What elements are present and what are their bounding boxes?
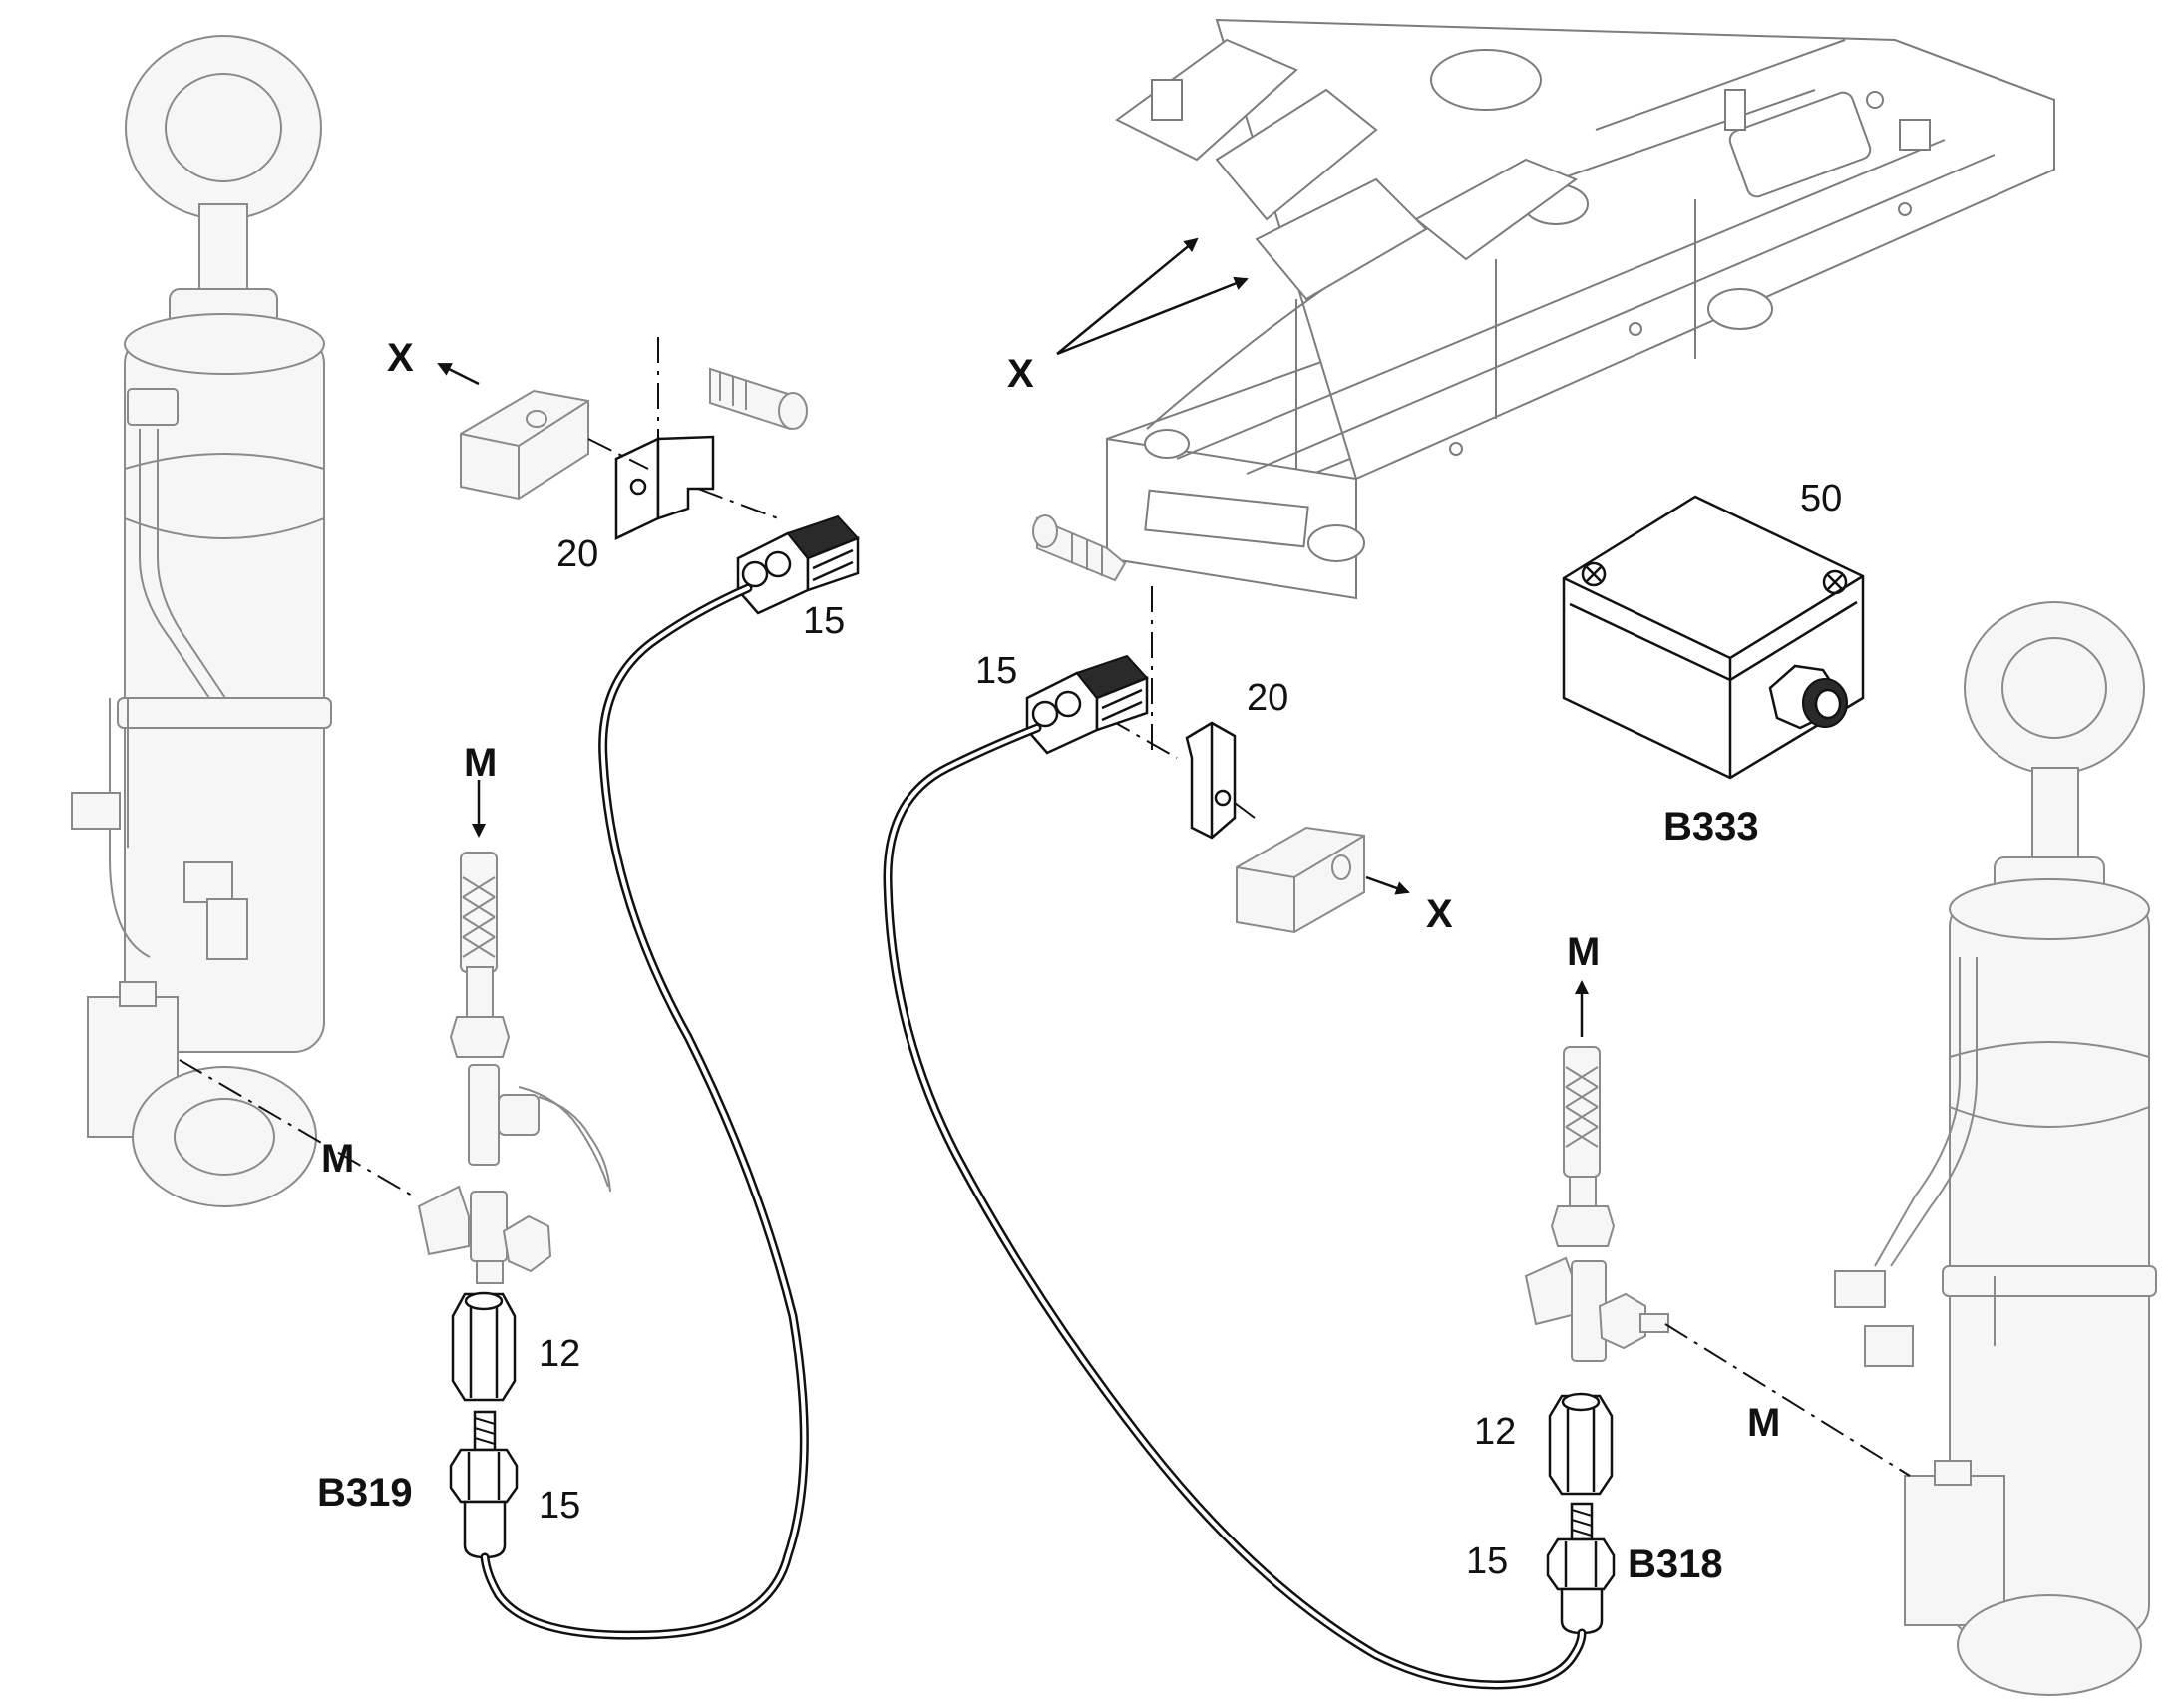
- left-sensor-adapter: [417, 1185, 552, 1284]
- part-number-nut-right: 12: [1474, 1411, 1516, 1453]
- left-sensor-b319[interactable]: [449, 1410, 519, 1559]
- right-block-leader: [1234, 802, 1256, 819]
- m-callout-right-leader: M: [1747, 1401, 1780, 1445]
- designation-junction-box: B333: [1663, 805, 1759, 849]
- part-number-bracket-left: 20: [556, 533, 598, 575]
- x-callout-left: X: [387, 336, 414, 380]
- left-bracket[interactable]: [614, 435, 715, 540]
- right-hose: [1550, 1046, 1616, 1247]
- right-tee-fitting: [1524, 1256, 1669, 1362]
- left-sensor-connector[interactable]: [736, 514, 860, 615]
- right-conn-leader: [1106, 717, 1178, 759]
- right-hydraulic-cylinder: [1834, 601, 2157, 1696]
- part-number-junction-box: 50: [1800, 478, 1842, 519]
- right-bolt: [1032, 514, 1127, 582]
- right-cable: [883, 723, 1587, 1690]
- designation-sensor-left: B319: [317, 1471, 413, 1515]
- right-bracket[interactable]: [1185, 721, 1237, 840]
- right-sensor-b318[interactable]: [1546, 1502, 1616, 1635]
- x-arrow-left-line: [437, 362, 480, 386]
- part-number-bracket-right: 20: [1247, 677, 1288, 719]
- machine-frame: [1106, 18, 2055, 600]
- right-mounting-block: [1236, 826, 1365, 934]
- left-conn-leader: [697, 488, 779, 519]
- left-bolt: [709, 367, 808, 431]
- right-nut-12[interactable]: [1548, 1392, 1614, 1496]
- x-callout-frame: X: [1007, 352, 1034, 396]
- left-cable: [480, 583, 809, 1640]
- m-callout-left-leader: M: [321, 1137, 354, 1181]
- m-callout-left: M: [464, 741, 497, 785]
- x-arrow-right-line: [1365, 875, 1410, 895]
- right-sensor-connector[interactable]: [1025, 654, 1149, 755]
- part-number-sensor-left: 15: [539, 1485, 580, 1527]
- part-number-sensor-right: 15: [1466, 1540, 1508, 1582]
- part-number-connector-left: 15: [803, 600, 845, 642]
- m-leader-right: [1664, 1323, 1911, 1477]
- m-callout-right: M: [1567, 930, 1600, 974]
- part-number-connector-right: 15: [975, 650, 1017, 692]
- x-callout-right: X: [1426, 892, 1453, 936]
- left-hose: [449, 852, 511, 1058]
- frame-x-arrows: [1056, 237, 1249, 356]
- left-tee-fitting: [468, 1064, 611, 1193]
- left-block-leader: [587, 438, 649, 470]
- left-hydraulic-cylinder: [71, 35, 332, 1207]
- left-nut-12[interactable]: [451, 1291, 517, 1402]
- designation-sensor-right: B318: [1628, 1542, 1723, 1586]
- junction-box[interactable]: [1562, 495, 1865, 780]
- part-number-nut-left: 12: [539, 1333, 580, 1375]
- left-mounting-block: [460, 389, 589, 501]
